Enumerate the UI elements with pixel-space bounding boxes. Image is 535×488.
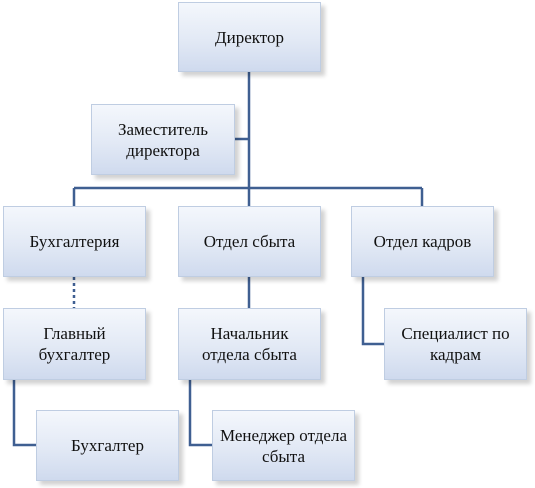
node-sales-manager: Менеджер отдела сбыта [212,410,355,481]
connector-accountant [12,380,36,447]
connector-hr-specialist [361,277,384,346]
connector-sales-manager [188,380,212,447]
node-hr-specialist: Специалист по кадрам [384,308,527,380]
node-sales-department: Отдел сбыта [178,206,321,277]
node-chief-accountant: Главный бухгалтер [3,308,146,380]
node-deputy-director: Заместитель директора [91,104,235,175]
node-accounting: Бухгалтерия [3,206,146,277]
node-hr-department: Отдел кадров [351,206,494,277]
node-director: Директор [178,2,321,72]
node-head-of-sales: Начальник отдела сбыта [178,308,321,380]
node-accountant: Бухгалтер [36,410,179,481]
